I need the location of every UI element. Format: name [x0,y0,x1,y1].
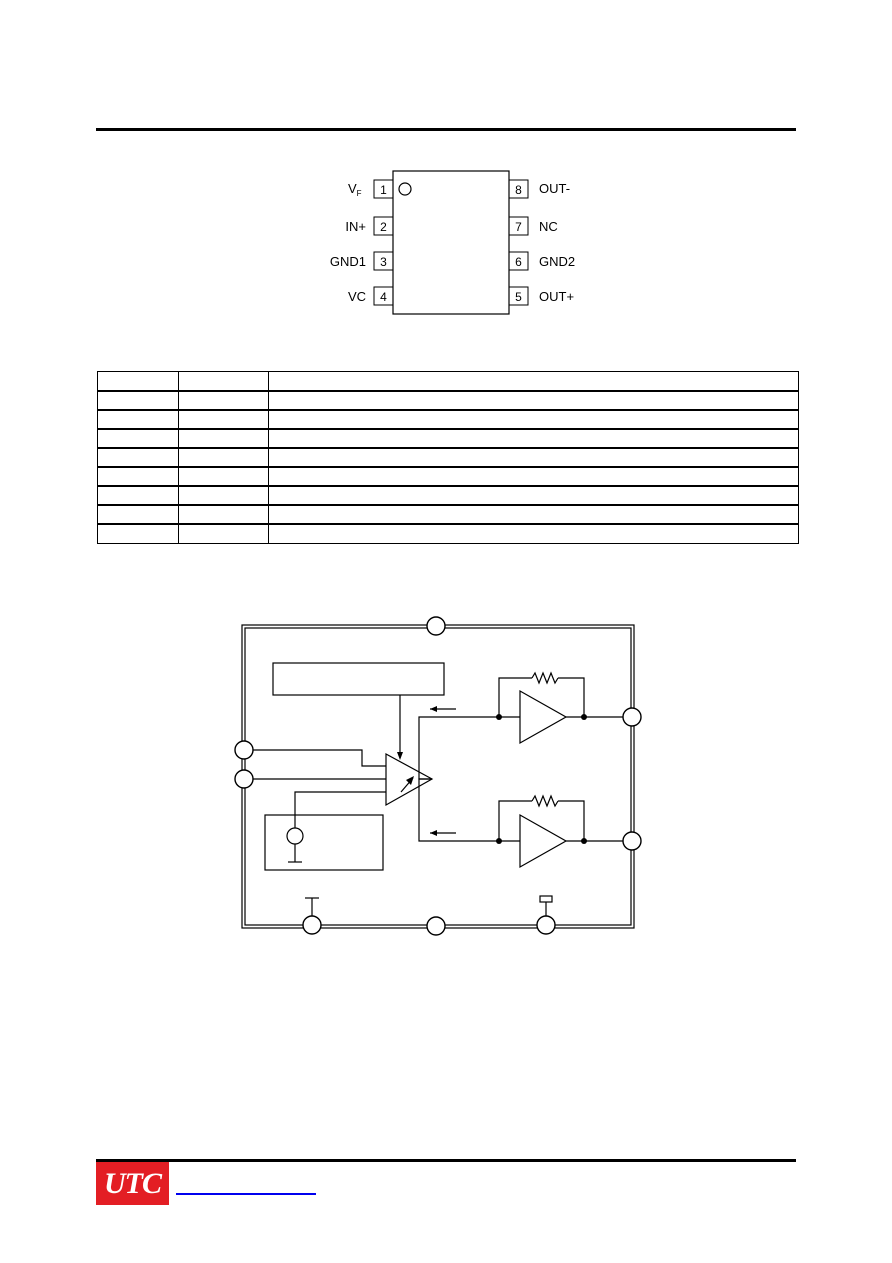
terminal-left-2 [234,769,254,789]
output-amplifier-top [519,689,568,745]
pin-box-2 [373,216,394,236]
pin-box-1 [373,179,394,199]
terminal-bottom-2 [426,916,446,936]
table-row [97,523,799,545]
terminal-bottom-1 [302,915,322,935]
pin-box-8 [508,179,529,199]
ic-package-body [392,170,510,315]
terminal-left-1 [234,740,254,760]
table-row [97,427,799,449]
pin1-indicator [398,182,412,196]
pin-box-4 [373,286,394,306]
terminal-right-1 [622,707,642,727]
pin-box-3 [373,251,394,271]
pin-number: 3 [380,255,387,269]
footer-rule [96,1159,796,1162]
terminal-top [426,616,446,636]
pin-box-6 [508,251,529,271]
pin-number: 2 [380,220,387,234]
header-rule [96,128,796,131]
pin-box-5 [508,286,529,306]
pin-label-vf: VF [348,181,362,198]
pin-number: 4 [380,290,387,304]
utc-logo: UTC [96,1162,169,1205]
variable-gain-amplifier [385,752,434,807]
pin-label: GND2 [539,254,575,269]
pin-label: NC [539,219,558,234]
terminal-right-2 [622,831,642,851]
terminal-bottom-3 [536,915,556,935]
output-amplifier-bottom [519,813,568,869]
pin-description-table [97,370,799,545]
pin-label: IN+ [345,219,366,234]
frame-outer [241,624,635,929]
bias-block [264,814,384,871]
pin-label: OUT+ [539,289,574,304]
table-cell [268,523,799,545]
pin-number: 8 [515,183,522,197]
pin-number: 6 [515,255,522,269]
control-block [272,662,445,696]
pin-box-7 [508,216,529,236]
pin-label: VC [348,289,366,304]
pin-number: 5 [515,290,522,304]
table-row [97,370,799,392]
frame-inner [244,627,632,926]
pin-label: GND1 [330,254,366,269]
pin-number: 1 [380,183,387,197]
voltage-source-icon [286,827,304,845]
pin-number: 7 [515,220,522,234]
website-link[interactable] [176,1193,316,1195]
pin-label: OUT- [539,181,570,196]
table-row [97,504,799,525]
